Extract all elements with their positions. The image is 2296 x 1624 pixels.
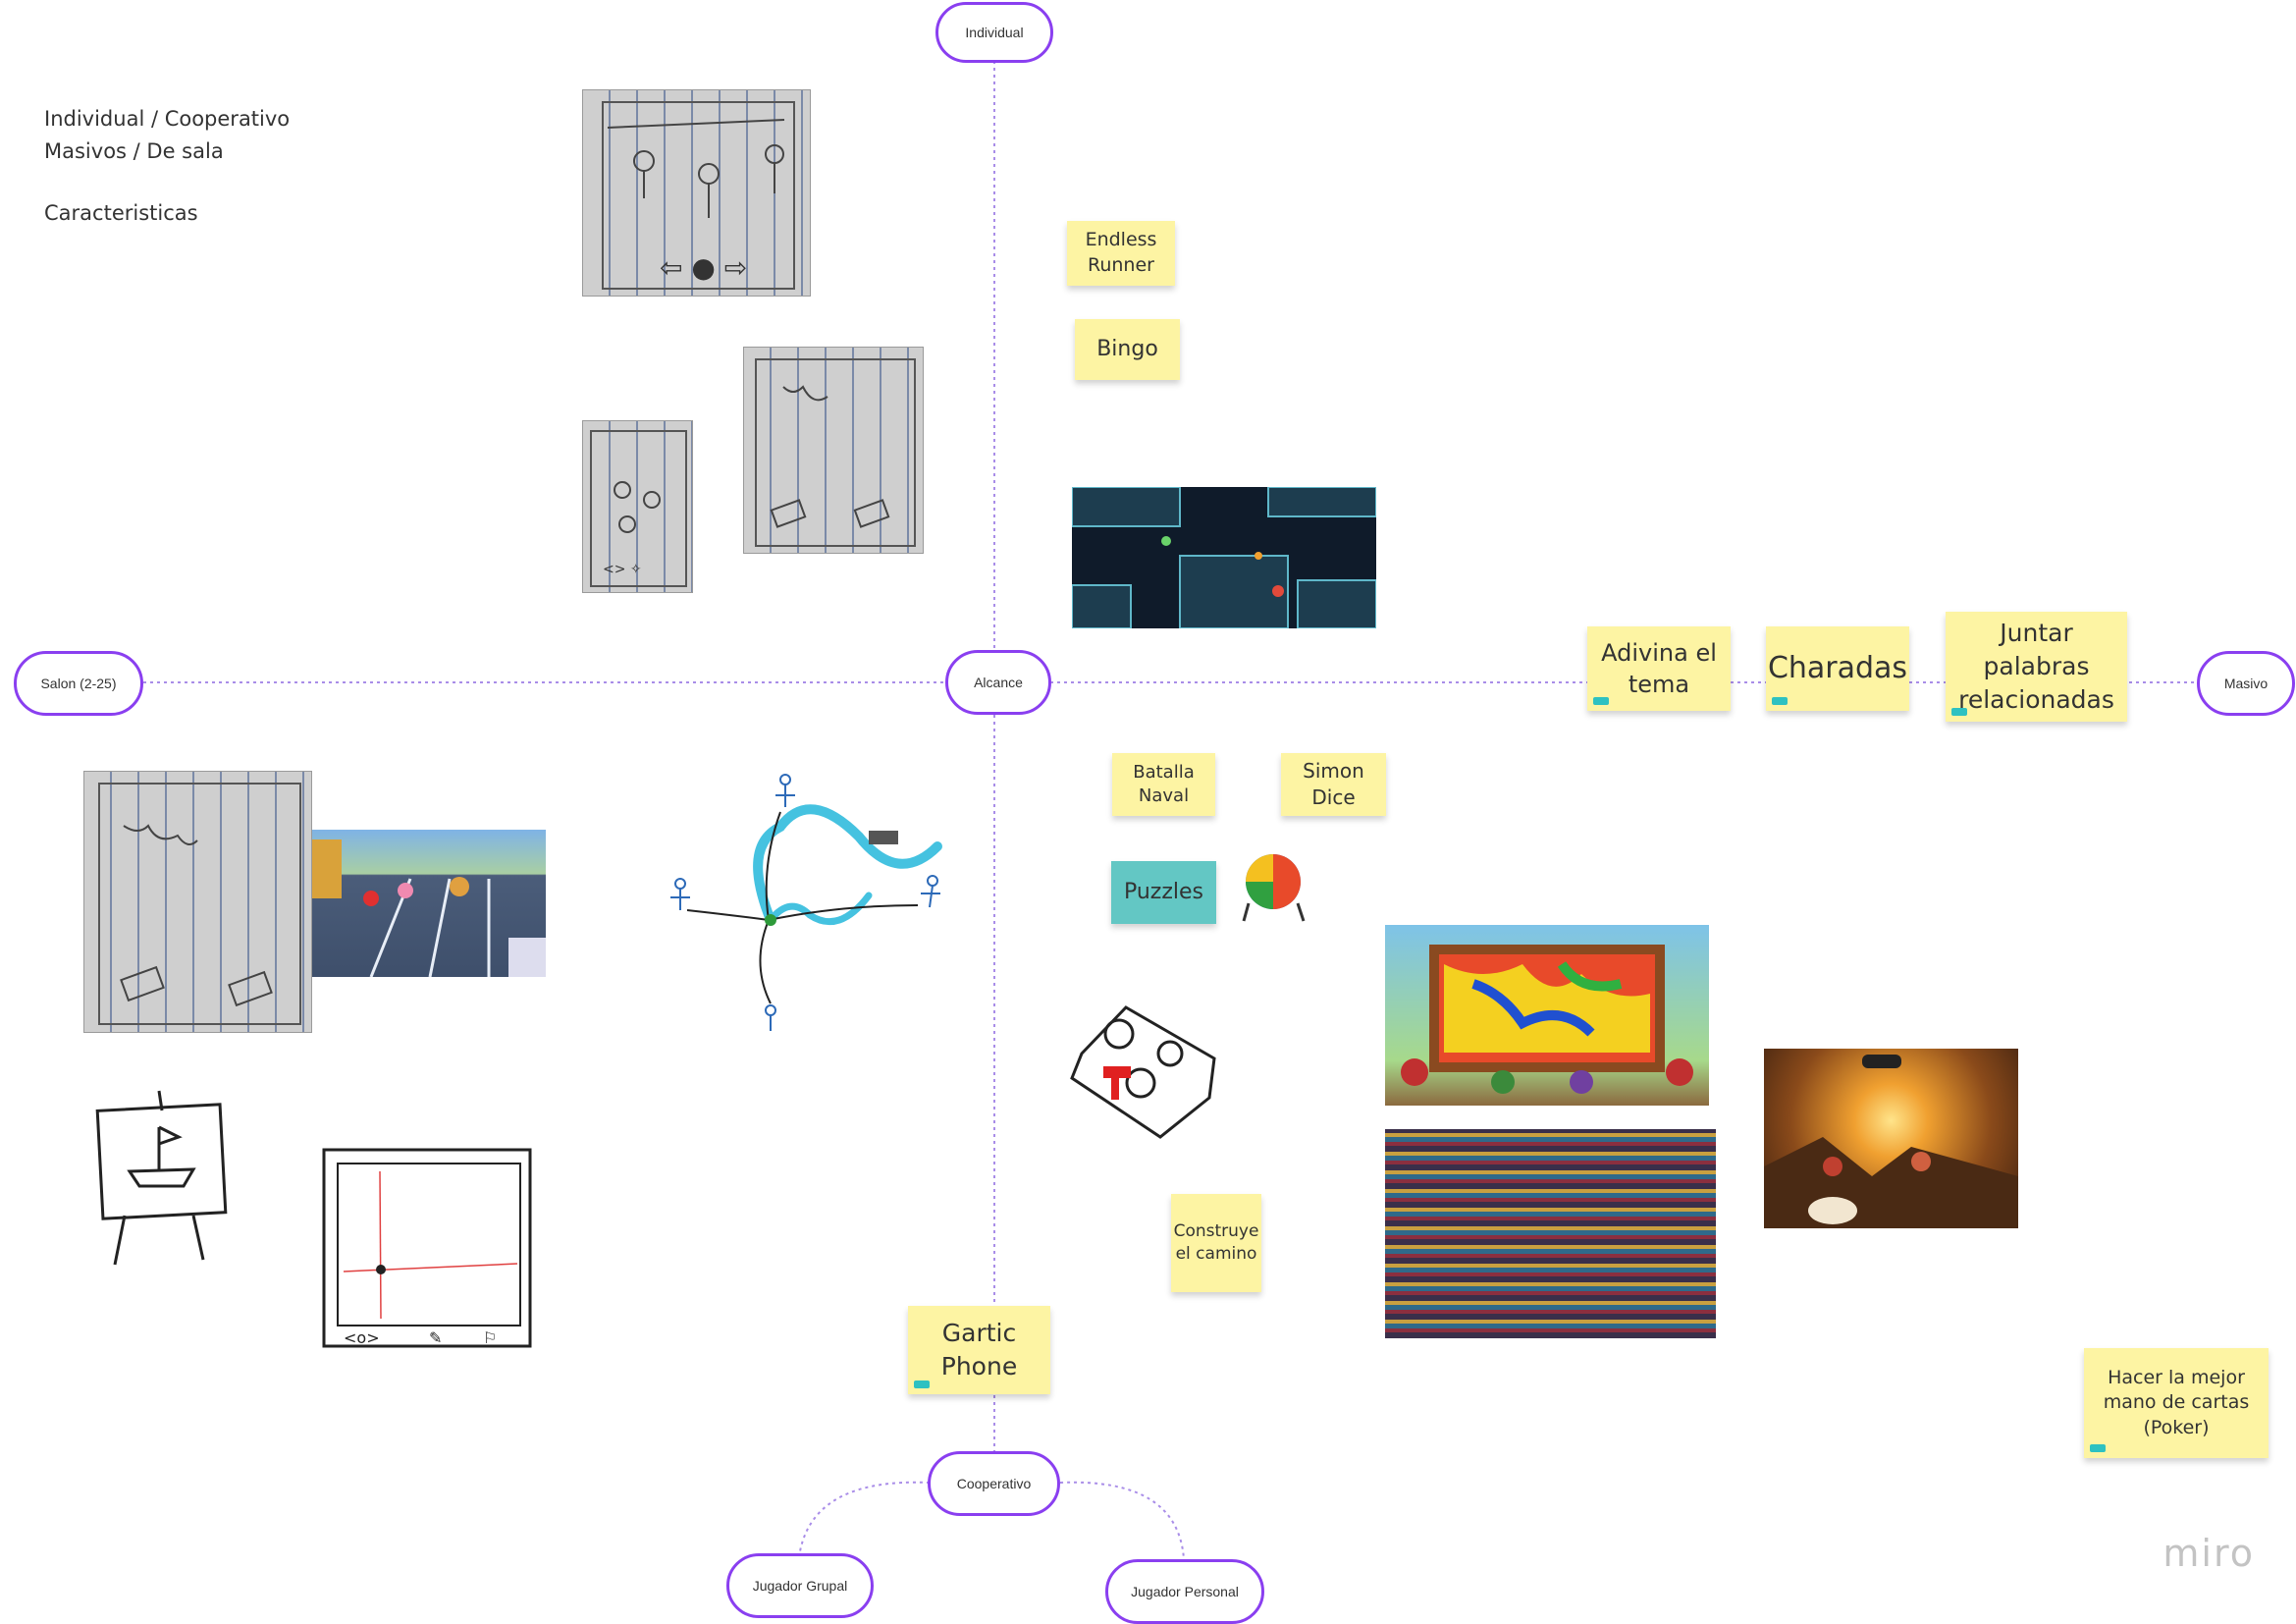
svg-text:<o>: <o> (344, 1328, 380, 1347)
node-jugador-personal-label: Jugador Personal (1131, 1584, 1239, 1599)
notes-line-3: Caracteristicas (44, 201, 198, 225)
node-salon-label: Salon (2-25) (40, 676, 117, 691)
node-cooperativo-label: Cooperativo (956, 1476, 1032, 1491)
sticky-simon-dice[interactable]: Simon Dice (1281, 753, 1386, 816)
svg-text:✎: ✎ (429, 1328, 442, 1347)
notes-line-2: Masivos / De sala (44, 139, 224, 163)
miro-logo: miro (2163, 1532, 2255, 1575)
map-path-sketch[interactable] (643, 768, 987, 1035)
tag-badge (1593, 697, 1609, 705)
easel-boat-sketch[interactable] (85, 1083, 242, 1276)
game-screenshot-image[interactable] (1764, 1049, 2018, 1228)
node-cooperativo[interactable]: Cooperativo (928, 1451, 1060, 1516)
sticky-endless-runner-label: Endless Runner (1085, 229, 1157, 276)
sticky-adivina-label: Adivina el tema (1601, 638, 1717, 698)
tag-badge (1951, 708, 1967, 716)
notes-line-1: Individual / Cooperativo (44, 107, 291, 131)
sticky-charadas[interactable]: Charadas (1766, 626, 1909, 711)
sticky-juntar-palabras[interactable]: Juntar palabras relacionadas (1946, 612, 2127, 722)
puzzle-icon-image[interactable] (1239, 844, 1312, 923)
paper-sketch-image[interactable]: <> ✧ (582, 420, 693, 593)
game-screenshot-image[interactable] (312, 830, 546, 977)
node-salon[interactable]: Salon (2-25) (14, 651, 143, 716)
sticky-gartic-label: Gartic Phone (940, 1319, 1018, 1380)
node-jugador-personal[interactable]: Jugador Personal (1105, 1559, 1264, 1624)
node-alcance-label: Alcance (974, 675, 1023, 690)
sticky-juntar-label: Juntar palabras relacionadas (1958, 619, 2114, 714)
node-masivo-label: Masivo (2223, 676, 2269, 691)
paper-sketch-image[interactable] (83, 771, 312, 1033)
tablet-crosshair-sketch[interactable]: <o> ✎ ⚐ (316, 1142, 544, 1358)
dice-shapes-sketch[interactable] (1062, 990, 1219, 1145)
sticky-adivina-el-tema[interactable]: Adivina el tema (1587, 626, 1731, 711)
game-screenshot-image[interactable] (1385, 925, 1709, 1106)
svg-text:⇦ ● ⇨: ⇦ ● ⇨ (660, 251, 747, 284)
sticky-endless-runner[interactable]: Endless Runner (1067, 221, 1175, 286)
sticky-charadas-label: Charadas (1767, 650, 1908, 685)
sticky-puzzles[interactable]: Puzzles (1111, 861, 1216, 924)
sticky-batalla-naval[interactable]: Batalla Naval (1112, 753, 1215, 816)
paper-sketch-image[interactable] (743, 347, 924, 554)
node-jugador-grupal[interactable]: Jugador Grupal (726, 1553, 874, 1618)
sticky-simon-label: Simon Dice (1303, 759, 1364, 809)
node-individual[interactable]: Individual (935, 2, 1053, 63)
game-screenshot-image[interactable] (1072, 487, 1376, 628)
node-masivo[interactable]: Masivo (2197, 651, 2295, 716)
text-notes[interactable]: Individual / Cooperativo Masivos / De sa… (44, 103, 290, 230)
sticky-poker-label: Hacer la mejor mano de cartas (Poker) (2103, 1366, 2250, 1438)
svg-text:<> ✧: <> ✧ (603, 562, 642, 577)
node-individual-label: Individual (965, 25, 1024, 40)
sticky-gartic-phone[interactable]: Gartic Phone (908, 1306, 1050, 1394)
tag-badge (914, 1380, 930, 1388)
node-alcance[interactable]: Alcance (945, 650, 1051, 715)
sticky-puzzles-label: Puzzles (1123, 880, 1204, 905)
sticky-bingo-label: Bingo (1096, 337, 1158, 362)
tag-badge (1772, 697, 1788, 705)
node-jugador-grupal-label: Jugador Grupal (752, 1578, 848, 1594)
tag-badge (2090, 1444, 2106, 1452)
svg-text:⚐: ⚐ (483, 1328, 497, 1347)
sticky-construye-label: Construye el camino (1173, 1221, 1259, 1264)
sticky-batalla-label: Batalla Naval (1133, 761, 1195, 806)
paper-sketch-image[interactable]: ⇦ ● ⇨ (582, 89, 811, 297)
pixel-art-image[interactable] (1385, 1129, 1716, 1338)
sticky-poker[interactable]: Hacer la mejor mano de cartas (Poker) (2084, 1348, 2269, 1458)
sticky-bingo[interactable]: Bingo (1075, 319, 1180, 380)
sticky-construye-el-camino[interactable]: Construye el camino (1171, 1194, 1261, 1292)
